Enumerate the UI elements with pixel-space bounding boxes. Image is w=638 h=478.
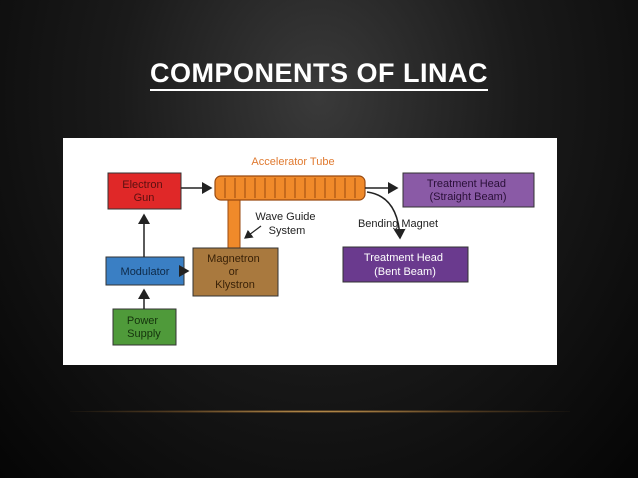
bottom-glow-divider (70, 410, 570, 413)
modulator-box: Modulator (105, 256, 185, 286)
accelerator-tube (214, 175, 366, 201)
treatment-head-straight-box: Treatment Head (Straight Beam) (402, 172, 535, 208)
accelerator-tube-label: Accelerator Tube (251, 156, 334, 168)
treatment-head-bent-line-1: Treatment Head (364, 252, 443, 264)
magnetron-line-2: or (229, 266, 239, 278)
power-supply-line-1: Power (127, 315, 159, 327)
slide-title-text: COMPONENTS OF LINAC (150, 58, 488, 91)
electron-gun-line-2: Gun (134, 192, 155, 204)
svg-text:Wave Guide System: Wave Guide System (255, 211, 318, 237)
svg-text:Electron Gun: Electron Gun (122, 179, 165, 204)
electron-gun-box: Electron Gun (107, 172, 182, 210)
svg-text:Modulator: Modulator (121, 266, 170, 278)
svg-text:Treatment Head (Bent B: Treatment Head (Bent Beam) (364, 252, 446, 278)
bending-magnet-path (366, 191, 406, 240)
linac-diagram: Accelerator Tube Electron Gun Modulator (63, 138, 557, 365)
diagram-canvas: Accelerator Tube Electron Gun Modulator (105, 156, 535, 346)
slide-title: COMPONENTS OF LINAC (0, 58, 638, 91)
treatment-head-bent-box: Treatment Head (Bent Beam) (342, 246, 469, 283)
electron-gun-line-1: Electron (122, 179, 162, 191)
modulator-line-1: Modulator (121, 266, 170, 278)
treatment-head-straight-line-2: (Straight Beam) (429, 191, 506, 203)
magnetron-line-1: Magnetron (207, 253, 260, 265)
magnetron-line-3: Klystron (215, 279, 255, 291)
power-supply-box: Power Supply (112, 308, 177, 346)
wave-guide-pipe (227, 192, 241, 249)
svg-text:Magnetron or K: Magnetron or Klystron (207, 253, 263, 291)
bending-magnet-label: Bending Magnet (358, 218, 438, 230)
wave-guide-label-line-1: Wave Guide (255, 211, 315, 223)
power-supply-line-2: Supply (127, 328, 161, 340)
treatment-head-straight-line-1: Treatment Head (427, 178, 506, 190)
wave-guide-pointer-arrow (244, 225, 262, 239)
treatment-head-bent-line-2: (Bent Beam) (374, 266, 436, 278)
wave-guide-label-line-2: System (269, 225, 306, 237)
svg-text:Power Supply: Power Supply (127, 315, 161, 340)
magnetron-box: Magnetron or Klystron (192, 247, 279, 297)
svg-text:Treatment Head (Straig: Treatment Head (Straight Beam) (427, 178, 509, 203)
